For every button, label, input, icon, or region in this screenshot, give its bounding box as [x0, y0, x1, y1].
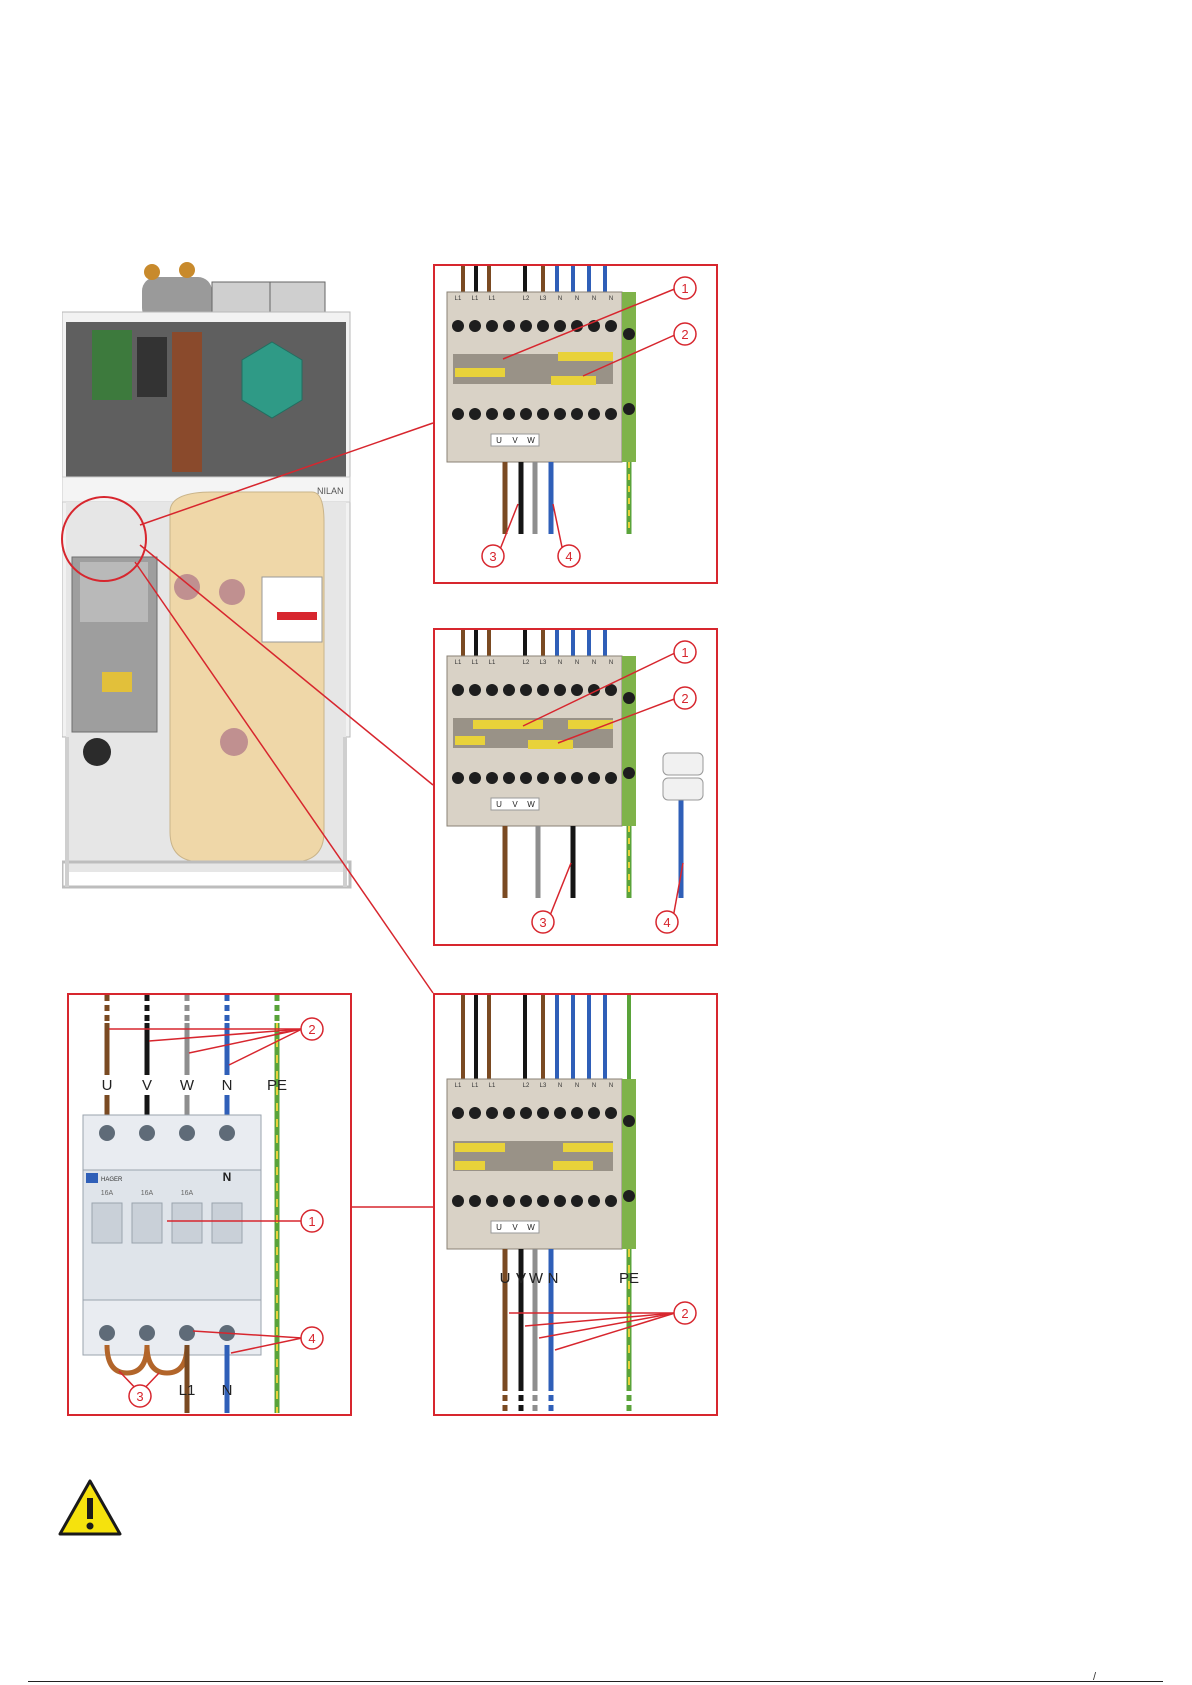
term-top-label: L1: [472, 1083, 479, 1089]
callout-number: 1: [681, 281, 688, 296]
terminal-panel-bottom: L1 L1 L1 L2 L3 N N N N U V W U V W N PE: [433, 993, 718, 1416]
term-bottom-label: W: [527, 436, 535, 445]
term-top-label: L2: [523, 660, 530, 666]
term-bottom-label: V: [512, 1223, 518, 1232]
wire-label: PE: [619, 1270, 639, 1287]
callout-number: 4: [308, 1331, 315, 1346]
wire-label: V: [142, 1077, 152, 1094]
term-top-label: L1: [455, 660, 462, 666]
breaker-panel: U V W N PE HAGER N 16A 16A 16A L1 N: [67, 993, 352, 1416]
breaker-rating: 16A: [181, 1190, 194, 1197]
wire-label: W: [529, 1270, 544, 1287]
warning-icon: [57, 1478, 123, 1538]
callout-number: 4: [565, 549, 572, 564]
out-label: N: [222, 1382, 233, 1399]
callout-number: 1: [308, 1214, 315, 1229]
term-bottom-label: W: [527, 800, 535, 809]
term-top-label: L1: [489, 1083, 496, 1089]
term-top-label: N: [575, 296, 579, 302]
term-top-label: L1: [472, 660, 479, 666]
out-label: L1: [179, 1382, 196, 1399]
callout-number: 2: [681, 1306, 688, 1321]
breaker-n-label: N: [223, 1170, 232, 1184]
breaker-brand: HAGER: [101, 1177, 123, 1183]
term-bottom-label: U: [496, 800, 502, 809]
term-top-label: L3: [540, 296, 547, 302]
term-top-label: L1: [455, 1083, 462, 1089]
term-bottom-label: V: [512, 436, 518, 445]
wire-label: N: [222, 1077, 233, 1094]
term-top-label: N: [609, 660, 613, 666]
callout-number: 1: [681, 645, 688, 660]
callout-number: 3: [539, 915, 546, 930]
term-top-label: L1: [455, 296, 462, 302]
term-top-label: L2: [523, 296, 530, 302]
term-top-label: N: [609, 1083, 613, 1089]
term-top-label: L1: [489, 660, 496, 666]
page-bottom-rule: [28, 1681, 1163, 1682]
term-top-label: N: [558, 296, 562, 302]
wire-label: U: [102, 1077, 113, 1094]
callout-number: 4: [663, 915, 670, 930]
term-top-label: L3: [540, 1083, 547, 1089]
term-bottom-label: U: [496, 1223, 502, 1232]
breaker-rating: 16A: [101, 1190, 114, 1197]
wire-label: W: [180, 1077, 195, 1094]
jumper-bar-2: [558, 352, 613, 361]
wire-label: N: [548, 1270, 559, 1287]
term-top-label: N: [558, 660, 562, 666]
term-top-label: N: [609, 296, 613, 302]
wire-label: U: [500, 1270, 511, 1287]
breaker-rating: 16A: [141, 1190, 154, 1197]
term-top-label: N: [592, 660, 596, 666]
term-bottom-label: V: [512, 800, 518, 809]
terminal-panel-top: L1 L1 L1 L2 L3 N N N N U V W 1 2 3: [433, 264, 718, 584]
term-top-label: N: [558, 1083, 562, 1089]
term-top-label: N: [592, 296, 596, 302]
term-bottom-label: W: [527, 1223, 535, 1232]
term-top-label: L1: [472, 296, 479, 302]
callout-number: 2: [681, 691, 688, 706]
callout-number: 3: [136, 1389, 143, 1404]
corner-mark: /: [1093, 1671, 1096, 1683]
jumper-bar-1: [455, 368, 505, 377]
term-top-label: L3: [540, 660, 547, 666]
terminal-panel-middle: L1 L1 L1 L2 L3 N N N N U V W 1 2 3: [433, 628, 718, 946]
term-bottom-label: U: [496, 436, 502, 445]
term-top-label: L1: [489, 296, 496, 302]
wire-label: V: [516, 1270, 526, 1287]
term-top-label: N: [575, 660, 579, 666]
callout-number: 2: [308, 1022, 315, 1037]
callout-number: 2: [681, 327, 688, 342]
wire-label: PE: [267, 1077, 287, 1094]
term-top-label: L2: [523, 1083, 530, 1089]
term-top-label: N: [575, 1083, 579, 1089]
callout-number: 3: [489, 549, 496, 564]
term-top-label: N: [592, 1083, 596, 1089]
